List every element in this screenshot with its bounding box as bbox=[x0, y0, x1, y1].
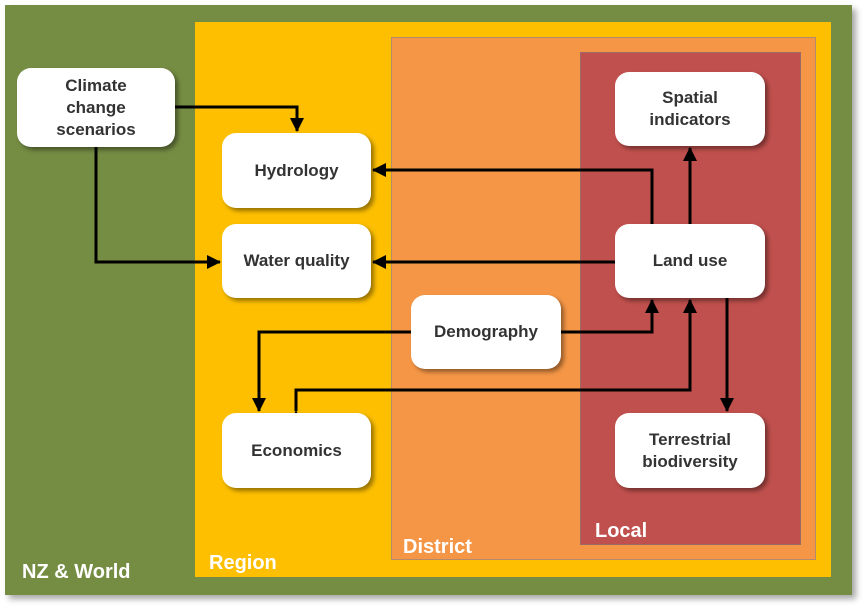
arrow-climate-to-water-quality bbox=[94, 147, 221, 269]
node-spatial-indicators: Spatial indicators bbox=[615, 72, 765, 146]
zone-label-region: Region bbox=[209, 552, 277, 574]
node-climate-change-scenarios: Climate change scenarios bbox=[17, 68, 175, 147]
arrow-demography-to-economics bbox=[252, 330, 411, 412]
zone-label-nz-world: NZ & World bbox=[22, 561, 131, 583]
node-economics: Economics bbox=[222, 413, 371, 488]
node-hydrology: Hydrology bbox=[222, 133, 371, 208]
arrow-landuse-to-hydrology bbox=[372, 163, 654, 224]
arrow-economics-landuse bbox=[289, 299, 697, 424]
node-terrestrial-biodiversity: Terrestrial biodiversity bbox=[615, 413, 765, 488]
zone-label-district: District bbox=[403, 536, 472, 558]
arrow-demography-to-landuse bbox=[561, 299, 659, 334]
arrow-climate-to-hydrology bbox=[175, 105, 304, 132]
node-water-quality: Water quality bbox=[222, 224, 371, 298]
zone-label-local: Local bbox=[595, 520, 648, 542]
node-demography: Demography bbox=[411, 295, 561, 369]
node-land-use: Land use bbox=[615, 224, 765, 298]
